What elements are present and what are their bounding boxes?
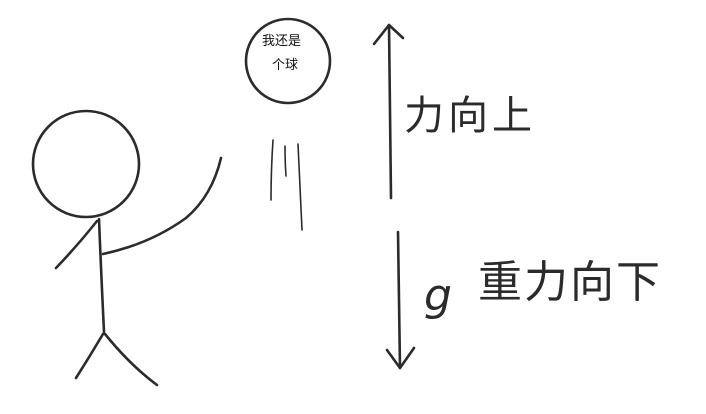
down-force-prefix: g [424,270,452,321]
stick-figure-right-leg [103,332,159,387]
motion-lines [270,139,303,231]
stick-figure [31,109,223,387]
stick-figure-right-arm [101,156,223,256]
ball-label-line2: 个球 [272,58,299,73]
ball-label-line1: 我还是 [262,34,302,49]
stick-figure-left-arm [54,219,99,270]
stick-figure-head [31,109,141,219]
stick-figure-left-leg [74,332,105,380]
down-force-label: 重力向下 [478,257,662,308]
ball-label: 我还是 个球 [262,30,326,78]
ball [244,17,332,105]
up-force-arrow [372,23,405,200]
up-force-label: 力向上 [404,93,536,139]
down-force-arrow [385,230,416,370]
stick-figure-body [97,217,106,334]
